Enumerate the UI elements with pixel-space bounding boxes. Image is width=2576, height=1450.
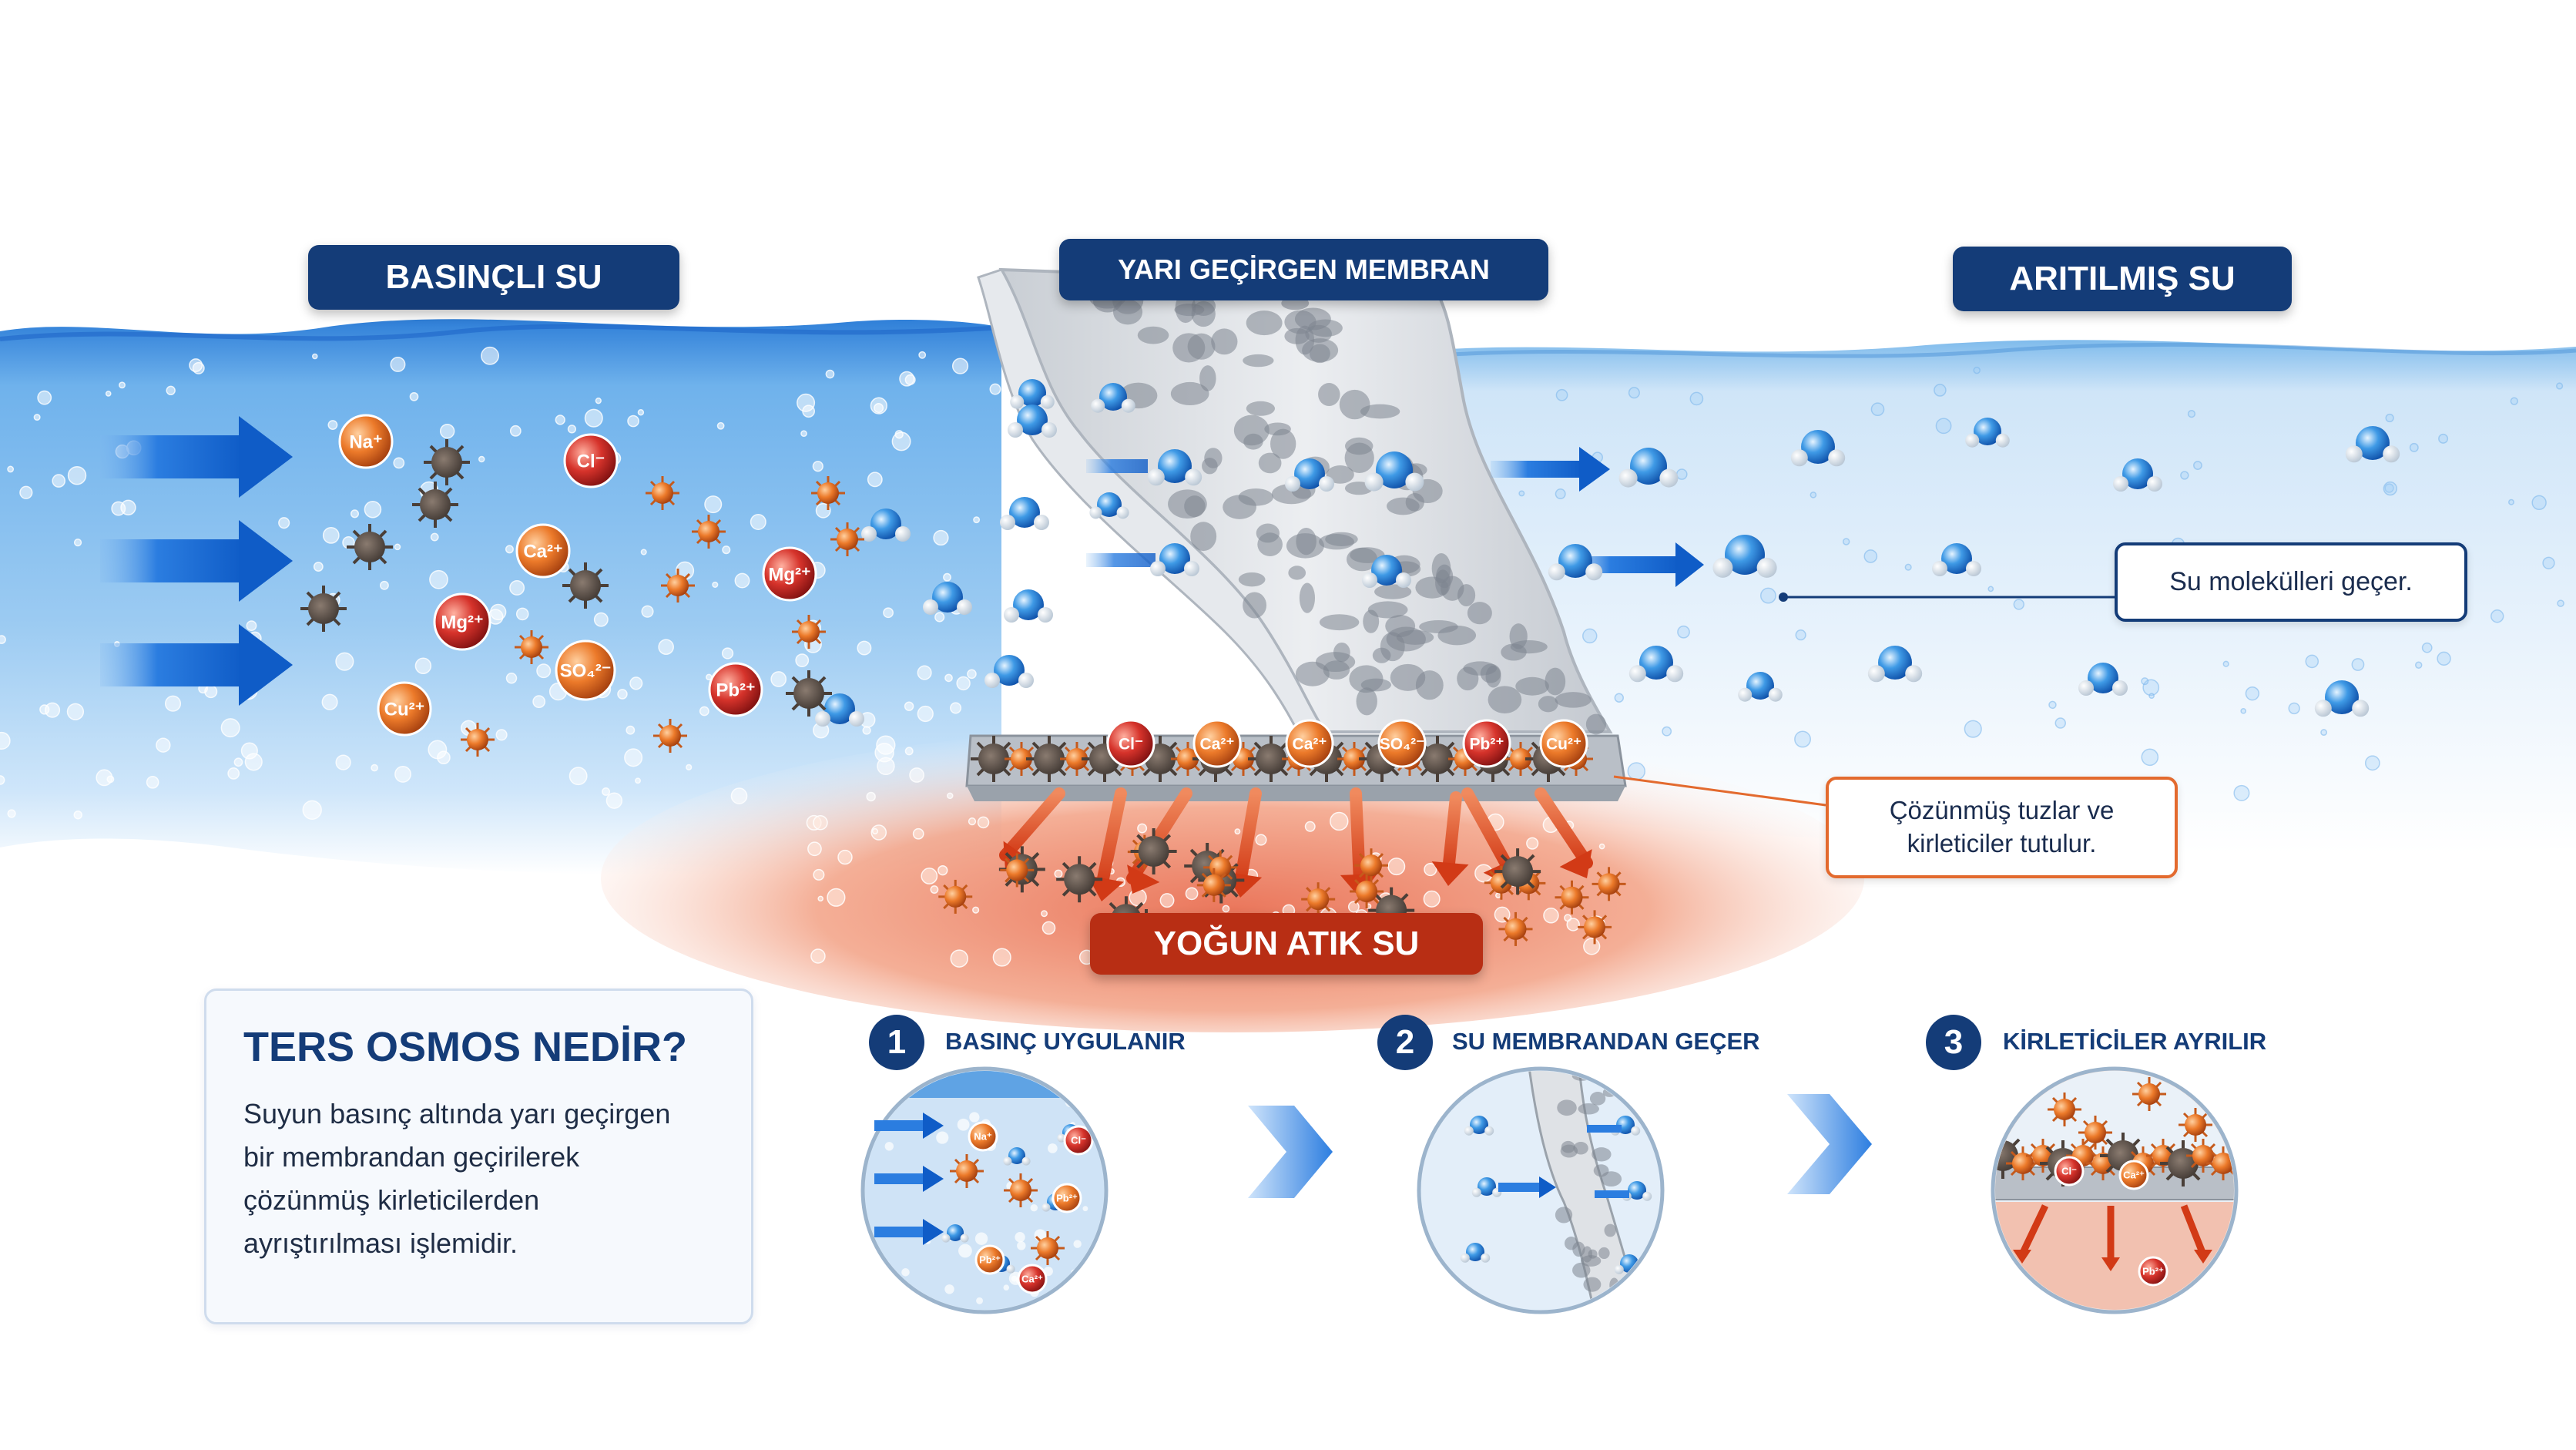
contaminant-particle-icon: [1055, 854, 1105, 905]
step-1-number: 1: [869, 1015, 924, 1070]
label-waste-water: YOĞUN ATIK SU: [1090, 913, 1483, 975]
step-1-ion-5: Pb²⁺: [974, 1244, 1005, 1275]
step-chevron-icon: [1787, 1094, 1872, 1194]
contaminant-particle-icon: [345, 522, 394, 572]
step-2-number: 2: [1377, 1015, 1433, 1070]
info-line-1: Suyun basınç altında yarı geçirgen: [243, 1098, 671, 1129]
waste-arrow-icon: [1087, 787, 1127, 901]
label-purified-water: ARITILMIŞ SU: [1953, 247, 2292, 311]
flow-arrow-icon: [100, 624, 293, 706]
step-1-ion-4: Ca²⁺: [1017, 1264, 1048, 1294]
step-3-number: 3: [1926, 1015, 1981, 1070]
svg-text:Cl⁻: Cl⁻: [1071, 1135, 1086, 1146]
trapped-ion-1: Cl⁻: [1106, 719, 1156, 768]
callout-contaminants-line-1: Çözünmüş tuzlar ve: [1889, 796, 2115, 825]
trapped-ion-4: SO₄²⁻: [1377, 719, 1427, 768]
step-3-title: KİRLETİCİLER AYRILIR: [2003, 1028, 2267, 1055]
contaminant-particle-icon: [299, 584, 348, 633]
step-3-ion-1: Cl⁻: [2054, 1156, 2085, 1187]
svg-text:Cl⁻: Cl⁻: [1119, 735, 1143, 753]
info-line-3: çözünmüş kirleticilerden: [243, 1184, 540, 1216]
svg-text:SO₄²⁻: SO₄²⁻: [1380, 735, 1424, 753]
svg-text:Pb²⁺: Pb²⁺: [2142, 1266, 2164, 1277]
info-description: Suyun basınç altında yarı geçirgen bir m…: [243, 1093, 670, 1265]
svg-text:Ca²⁺: Ca²⁺: [523, 541, 562, 562]
trapped-ion-5: Pb²⁺: [1462, 719, 1511, 768]
svg-text:Cl⁻: Cl⁻: [577, 451, 605, 472]
step-1-title: BASINÇ UYGULANIR: [945, 1028, 1186, 1055]
waste-arrow-icon: [2013, 1204, 2049, 1264]
ion-badge-5: Mg²⁺: [433, 592, 491, 651]
ion-badge-2: Cl⁻: [563, 433, 619, 488]
svg-text:Ca²⁺: Ca²⁺: [1293, 735, 1327, 753]
contaminant-particle-icon: [422, 438, 471, 487]
callout-contaminants-line-2: kirleticiler tutulur.: [1907, 829, 2097, 858]
ion-badge-1: Na⁺: [338, 414, 394, 469]
feed-flow-arrows: [100, 416, 293, 706]
waste-arrows: [937, 787, 1628, 971]
svg-text:Pb²⁺: Pb²⁺: [1470, 735, 1504, 753]
step-2-illustration: [1417, 1066, 1665, 1314]
feed-contaminants: Na⁺ Cl⁻ Ca²⁺ Mg²⁺ Mg²⁺ SO₄²⁻ Cu²⁺ Pb²⁺: [299, 414, 866, 758]
ion-badge-8: Pb²⁺: [708, 662, 763, 717]
contaminant-particle-icon: [411, 480, 460, 529]
info-card: TERS OSMOS NEDİR? Suyun basınç altında y…: [204, 988, 753, 1324]
svg-text:SO₄²⁻: SO₄²⁻: [560, 660, 612, 681]
step-2-title: SU MEMBRANDAN GEÇER: [1452, 1028, 1760, 1055]
info-line-2: bir membrandan geçirilerek: [243, 1141, 580, 1173]
trapped-ion-3: Ca²⁺: [1285, 719, 1334, 768]
callout-water-passes: Su molekülleri geçer.: [2115, 542, 2467, 622]
ion-badge-6: SO₄²⁻: [555, 639, 616, 701]
step-1-ion-1: Na⁺: [968, 1121, 998, 1152]
svg-text:Na⁺: Na⁺: [974, 1131, 992, 1143]
trapped-ion-6: Cu²⁺: [1539, 719, 1588, 768]
step-3-ion-2: Ca²⁺: [2118, 1160, 2149, 1190]
info-line-4: ayrıştırılması işlemidir.: [243, 1227, 518, 1259]
flow-arrow-icon: [100, 416, 293, 498]
contaminant-particle-icon: [1493, 847, 1543, 897]
svg-text:Cu²⁺: Cu²⁺: [1546, 735, 1581, 753]
water-molecule-icon: [1000, 497, 1049, 530]
step-chevron-icon: [1248, 1106, 1333, 1198]
label-pressurized-water: BASINÇLI SU: [308, 245, 679, 310]
step-3-ion-3: Pb²⁺: [2138, 1256, 2168, 1287]
contaminant-particle-icon: [561, 561, 610, 610]
callout-contaminants-retained: Çözünmüş tuzlar ve kirleticiler tutulur.: [1826, 777, 2178, 878]
svg-text:Pb²⁺: Pb²⁺: [979, 1254, 1001, 1266]
ion-badge-7: Cu²⁺: [377, 681, 432, 737]
svg-text:Na⁺: Na⁺: [349, 431, 382, 452]
flow-arrow-icon: [874, 1113, 944, 1245]
step-1-ion-2: Cl⁻: [1063, 1125, 1094, 1156]
svg-text:Mg²⁺: Mg²⁺: [441, 612, 483, 633]
svg-text:Ca²⁺: Ca²⁺: [2123, 1170, 2145, 1181]
waste-arrow-icon: [1535, 787, 1593, 878]
step-1-ion-3: Pb²⁺: [1052, 1183, 1082, 1213]
trapped-contaminants: Cl⁻ Ca²⁺ Ca²⁺ SO₄²⁻ Pb²⁺ Cu²⁺: [969, 719, 1595, 784]
svg-text:Cu²⁺: Cu²⁺: [384, 699, 425, 720]
svg-text:Cl⁻: Cl⁻: [2061, 1166, 2077, 1177]
svg-text:Pb²⁺: Pb²⁺: [716, 680, 755, 700]
trapped-ion-2: Ca²⁺: [1192, 719, 1242, 768]
water-molecule-icon: [1004, 589, 1053, 623]
svg-text:Ca²⁺: Ca²⁺: [1021, 1274, 1043, 1285]
step-3-illustration: Cl⁻ Ca²⁺ Pb²⁺: [1991, 1066, 2239, 1314]
waste-arrow-icon: [1431, 791, 1469, 886]
ion-badge-3: Ca²⁺: [515, 523, 571, 579]
waste-arrow-icon: [2180, 1204, 2212, 1264]
svg-text:Mg²⁺: Mg²⁺: [768, 564, 810, 585]
label-membrane: YARI GEÇİRGEN MEMBRAN: [1059, 239, 1548, 300]
svg-text:Pb²⁺: Pb²⁺: [1056, 1193, 1078, 1204]
flow-arrow-icon: [100, 520, 293, 602]
ion-badge-4: Mg²⁺: [762, 546, 817, 602]
svg-text:Ca²⁺: Ca²⁺: [1200, 735, 1235, 753]
step-1-illustration: Na⁺ Cl⁻ Pb²⁺ Ca²⁺ Pb²⁺: [860, 1066, 1109, 1314]
waste-arrow-icon: [2101, 1206, 2120, 1271]
contaminant-particle-icon: [1129, 826, 1179, 876]
info-title: TERS OSMOS NEDİR?: [243, 1024, 688, 1070]
contaminant-particle-icon: [784, 669, 834, 718]
